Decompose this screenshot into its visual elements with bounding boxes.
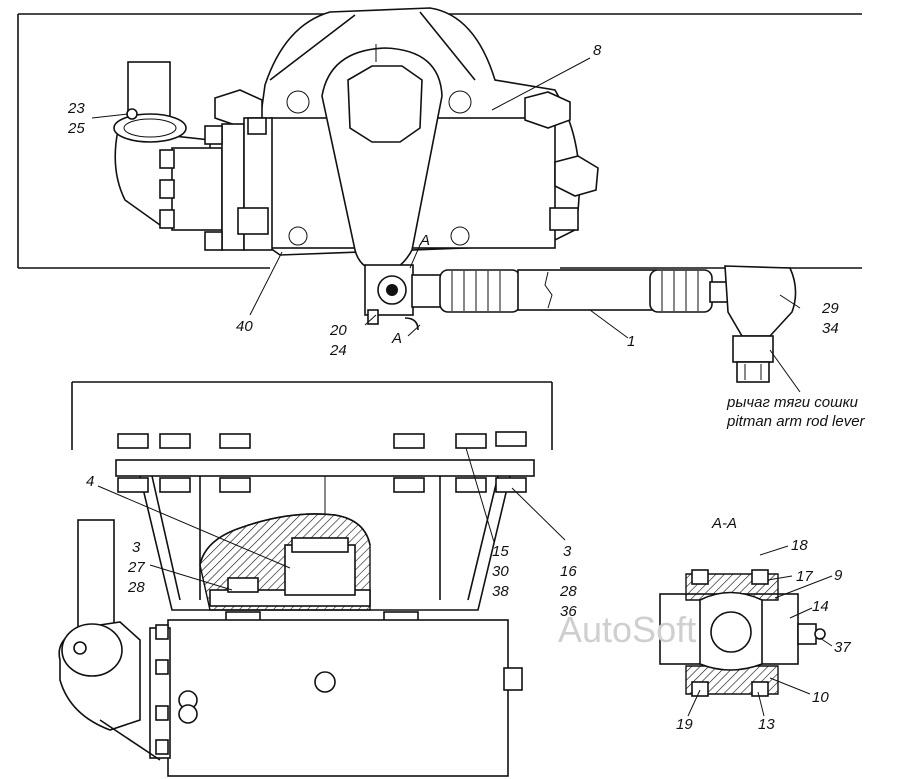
callout-30: 30 xyxy=(492,563,509,580)
frame-member-side xyxy=(71,381,553,477)
ball-joint-near xyxy=(364,264,419,331)
bracket-bolts xyxy=(117,431,527,493)
callout-3-right: 3 xyxy=(563,543,572,560)
callout-29: 29 xyxy=(821,300,839,317)
callout-28-right: 28 xyxy=(559,583,577,600)
callout-10: 10 xyxy=(812,689,829,706)
callout-24: 24 xyxy=(329,342,347,359)
callout-37: 37 xyxy=(834,639,851,656)
callout-3-left: 3 xyxy=(132,539,141,556)
callout-20: 20 xyxy=(329,322,347,339)
leader-lines-top: 23 25 8 40 20 24 A A 1 29 34 рычаг тяги … xyxy=(67,42,866,430)
callout-15: 15 xyxy=(492,543,509,560)
callout-17: 17 xyxy=(796,568,813,585)
callout-section-a-top: A xyxy=(419,232,430,249)
callout-36: 36 xyxy=(560,603,577,620)
mounting-bracket xyxy=(139,475,511,611)
hose-top xyxy=(113,61,211,226)
callout-25: 25 xyxy=(67,120,85,137)
leader-lines-side: 4 3 27 28 15 30 38 3 16 28 36 xyxy=(86,447,577,620)
note-russian: рычаг тяги сошки xyxy=(726,394,859,411)
pitman-arm xyxy=(321,44,443,273)
callout-16: 16 xyxy=(560,563,577,580)
callout-40: 40 xyxy=(236,318,253,335)
callout-18: 18 xyxy=(791,537,808,554)
callout-8: 8 xyxy=(593,42,602,59)
callout-section-a-bottom: A xyxy=(391,330,402,347)
callout-28-left: 28 xyxy=(127,579,145,596)
callout-38: 38 xyxy=(492,583,509,600)
watermark: AutoSoft xyxy=(558,609,696,650)
callout-23: 23 xyxy=(67,100,85,117)
steering-gear-side xyxy=(149,611,523,777)
callout-19: 19 xyxy=(676,716,693,733)
section-a-a-title: A-A xyxy=(711,515,737,532)
callout-14: 14 xyxy=(812,598,829,615)
callout-27: 27 xyxy=(127,559,145,576)
side-view: 4 3 27 28 15 30 38 3 16 28 36 xyxy=(58,381,577,777)
top-view: 23 25 8 40 20 24 A A 1 29 34 рычаг тяги … xyxy=(17,7,866,430)
callout-13: 13 xyxy=(758,716,775,733)
drag-link-rod xyxy=(411,269,729,313)
callout-4: 4 xyxy=(86,473,94,490)
hose-side xyxy=(58,519,161,761)
section-a-a: A-A 18 17 9 14 37 10 19 13 xyxy=(659,515,851,733)
note-english: pitman arm rod lever xyxy=(726,413,866,430)
ball-joint-far xyxy=(724,265,797,383)
callout-9: 9 xyxy=(834,567,843,584)
callout-1: 1 xyxy=(627,333,635,350)
callout-34: 34 xyxy=(822,320,839,337)
